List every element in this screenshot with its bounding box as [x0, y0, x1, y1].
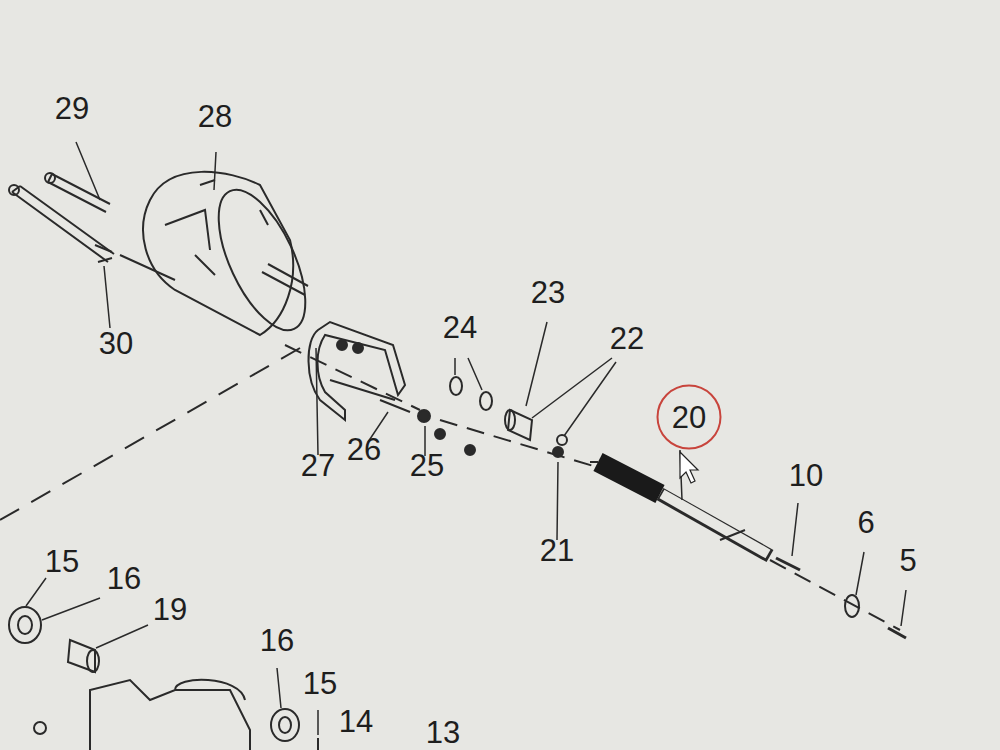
callout-number: 16: [107, 563, 141, 594]
coupling: [508, 410, 532, 440]
bolt-head: [45, 173, 55, 183]
callout-number: 20: [672, 402, 706, 433]
key: [776, 558, 800, 570]
nut: [418, 410, 430, 422]
mouse-pointer: [680, 452, 698, 483]
highlight-circle: 20: [656, 384, 722, 450]
bolt: [48, 174, 110, 212]
callout-number: 22: [610, 323, 644, 354]
bracket-edge: [330, 380, 395, 400]
callout-number: 5: [899, 545, 916, 576]
bracket: [308, 322, 405, 420]
shaft-detail: [590, 462, 745, 540]
parts-drawing: [0, 142, 906, 750]
circle-outline: [658, 386, 721, 449]
shaft-body-fill: [662, 494, 768, 554]
callout-number: 28: [198, 101, 232, 132]
washer: [845, 595, 859, 617]
center-axis: [0, 348, 300, 520]
nut: [465, 445, 475, 455]
callout-number: 14: [339, 706, 373, 737]
coupling-end: [505, 410, 515, 430]
screw: [888, 628, 906, 638]
callout-number: 26: [347, 434, 381, 465]
nut: [353, 343, 363, 353]
bushing-bore: [279, 717, 291, 733]
washer: [450, 377, 462, 395]
callout-number: 15: [45, 546, 79, 577]
bushing: [9, 607, 41, 643]
bushing-bore: [18, 616, 32, 634]
pin: [557, 435, 567, 445]
leader-line: [26, 142, 906, 735]
shaft-body: [660, 494, 770, 556]
shaft-stub: [262, 264, 308, 295]
stud: [380, 400, 410, 412]
callout-number: 10: [789, 460, 823, 491]
callout-number: 29: [55, 93, 89, 124]
callout-number: 15: [303, 668, 337, 699]
housing-end: [201, 178, 323, 343]
motor-housing: [143, 172, 293, 335]
fastener: [34, 722, 46, 734]
callout-number: 6: [857, 507, 874, 538]
callout-number: 30: [99, 328, 133, 359]
callout-number: 24: [443, 312, 477, 343]
bolt-head: [9, 185, 19, 195]
washer: [480, 392, 492, 410]
pin: [553, 447, 563, 457]
callout-number: 16: [260, 625, 294, 656]
housing-detail: [120, 180, 268, 280]
callout-number: 27: [301, 450, 335, 481]
nut: [337, 340, 347, 350]
callout-number: 19: [153, 594, 187, 625]
callout-number: 25: [410, 450, 444, 481]
callout-number: 13: [426, 717, 460, 748]
bushing: [271, 709, 299, 741]
pin: [317, 738, 319, 750]
callout-number: 21: [540, 535, 574, 566]
nut: [435, 429, 445, 439]
callout-number: 23: [531, 277, 565, 308]
frame: [90, 680, 250, 750]
washer: [95, 245, 112, 262]
sleeve: [68, 640, 95, 672]
center-axis: [285, 345, 900, 630]
sleeve-end: [87, 650, 99, 672]
shaft-spline: [598, 462, 660, 494]
